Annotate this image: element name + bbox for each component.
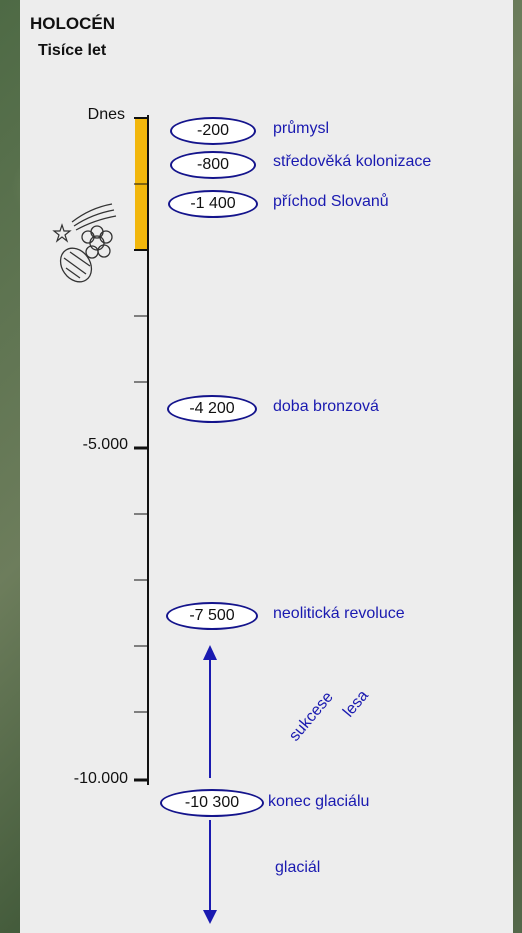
event-label: středověká kolonizace bbox=[273, 153, 432, 170]
glacial-label: glaciál bbox=[275, 859, 321, 876]
axis-label-today: Dnes bbox=[87, 106, 125, 123]
axis-ticks bbox=[134, 117, 148, 782]
event-year-oval: -1 400 bbox=[168, 190, 258, 218]
event-year-oval: -800 bbox=[170, 151, 256, 179]
event-label: neolitická revoluce bbox=[273, 605, 405, 622]
glacial-arrow bbox=[203, 820, 217, 924]
page-title: HOLOCÉN bbox=[30, 14, 115, 33]
event-label: doba bronzová bbox=[273, 398, 379, 415]
axis-label-5000: -5.000 bbox=[82, 436, 128, 453]
event-year-oval: -7 500 bbox=[166, 602, 258, 630]
event-label: průmysl bbox=[273, 120, 330, 137]
event-year-oval: -10 300 bbox=[160, 789, 264, 817]
succession-label-1: sukcese bbox=[286, 689, 337, 745]
event-year-oval: -200 bbox=[170, 117, 256, 145]
succession-arrow bbox=[203, 645, 217, 778]
event-label: konec glaciálu bbox=[268, 793, 370, 810]
timeline-panel bbox=[20, 0, 513, 933]
flower-baby-icon bbox=[59, 225, 113, 283]
succession-label-2: lesa bbox=[340, 687, 372, 720]
comet-star-icon bbox=[52, 203, 117, 243]
page-subtitle: Tisíce let bbox=[38, 42, 107, 59]
axis-label-10000: -10.000 bbox=[73, 770, 128, 787]
event-label: příchod Slovanů bbox=[273, 193, 389, 210]
event-year-oval: -4 200 bbox=[167, 395, 257, 423]
